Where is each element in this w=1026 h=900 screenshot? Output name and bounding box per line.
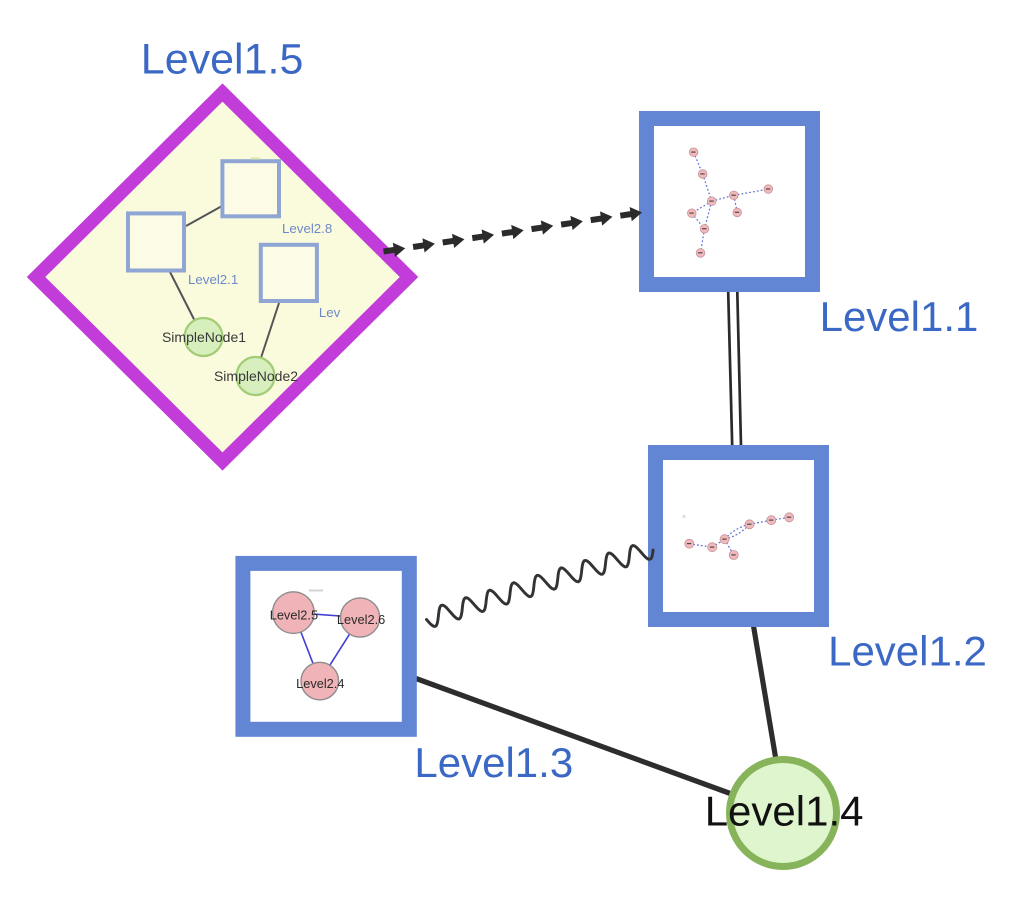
svg-text:Level2.1: Level2.1 [188,272,238,287]
svg-text:Lev: Lev [319,305,341,320]
svg-text:Level1.4: Level1.4 [705,788,864,835]
svg-text:Level2.6: Level2.6 [337,612,385,627]
svg-text:SimpleNode2: SimpleNode2 [214,368,298,384]
svg-text:Level1.1: Level1.1 [820,293,979,340]
svg-text:Level1.3: Level1.3 [414,739,573,786]
svg-text:Level1.2: Level1.2 [828,628,987,675]
svg-text:Level1.5: Level1.5 [141,36,304,84]
svg-text:Level2.5: Level2.5 [270,607,318,622]
svg-text:SimpleNode1: SimpleNode1 [162,329,246,345]
svg-text:Level2.4: Level2.4 [296,676,344,691]
svg-text:Level2.8: Level2.8 [282,221,332,236]
